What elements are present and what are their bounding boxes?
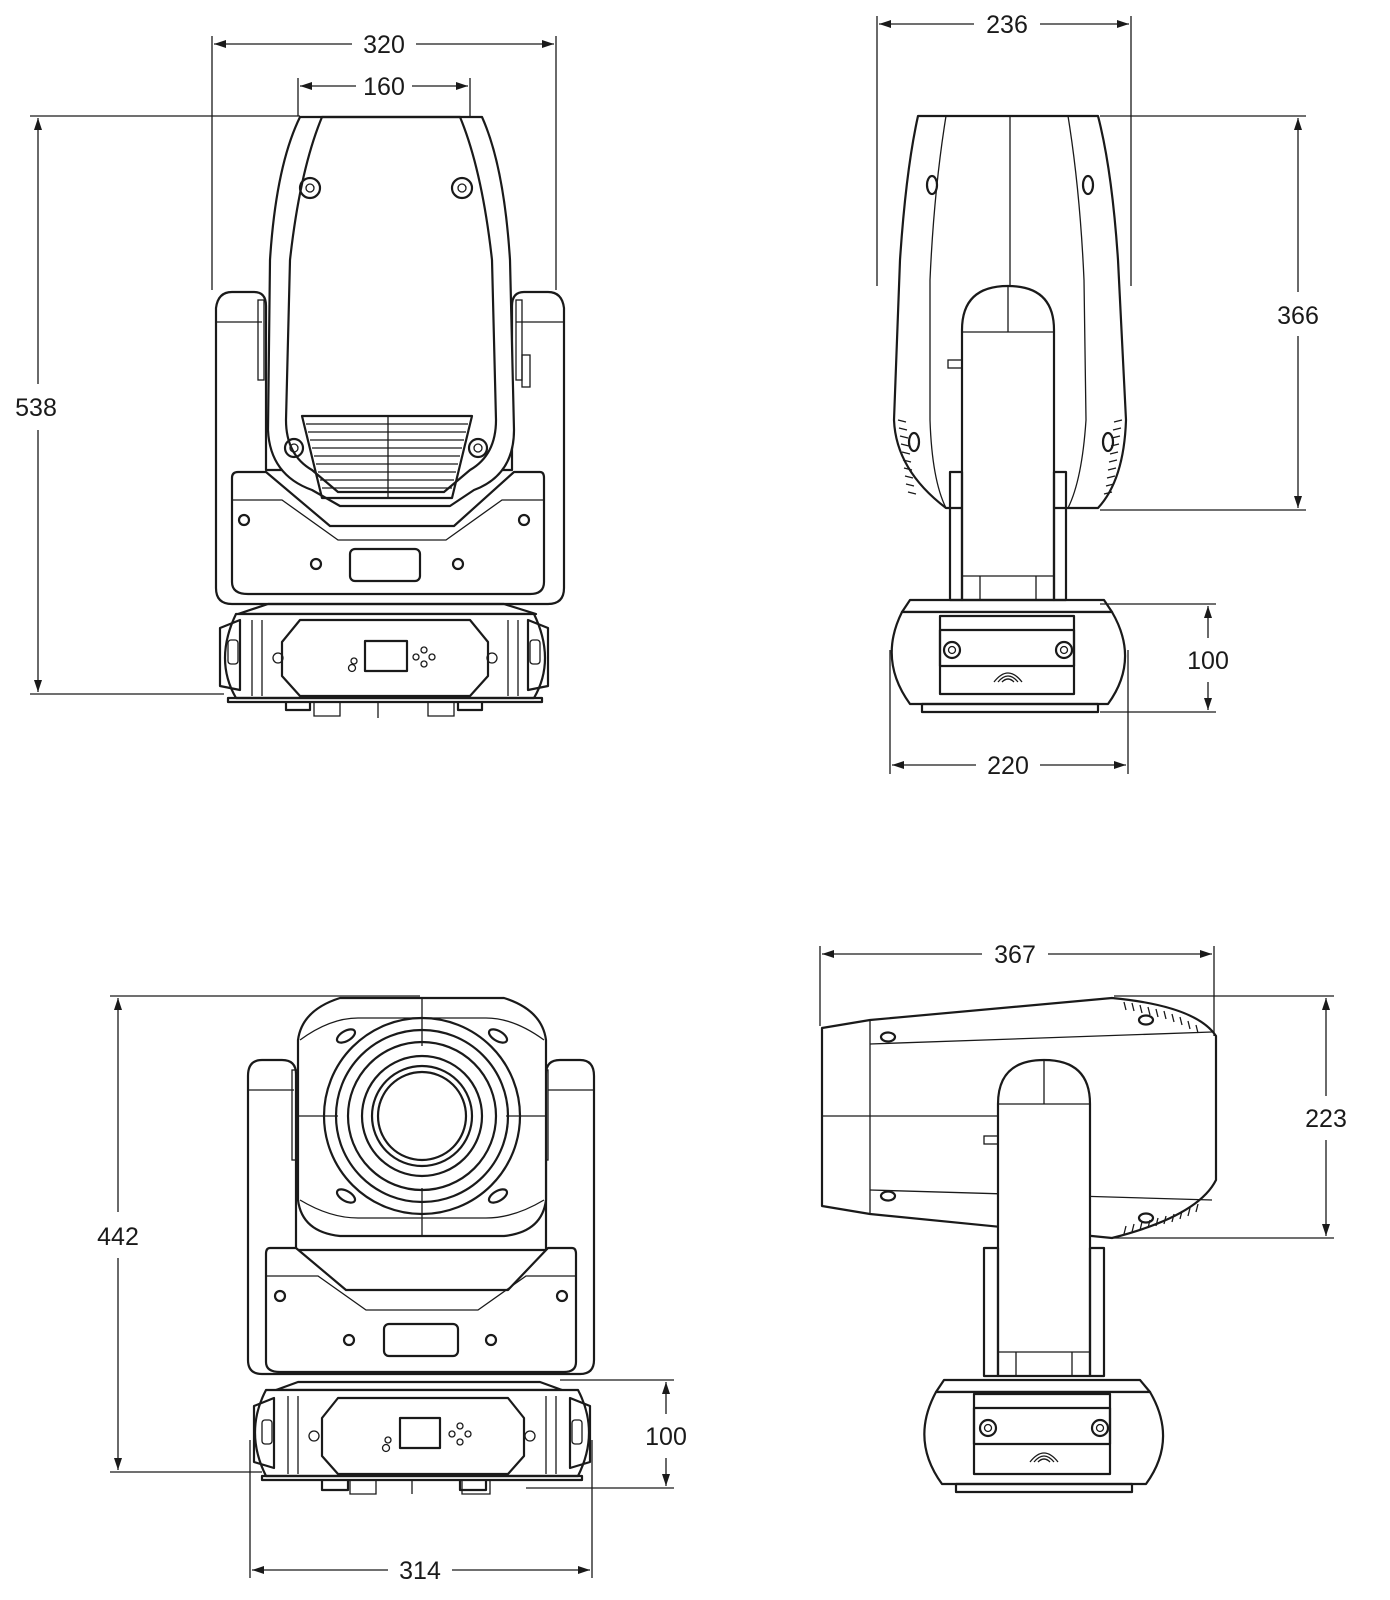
profile-yoke-arm xyxy=(982,1058,1106,1378)
dim-side-100: 100 xyxy=(1100,603,1229,713)
dim-label-314: 314 xyxy=(399,1557,441,1585)
dim-label-538: 538 xyxy=(15,394,57,422)
profile-vent-fins xyxy=(1123,1001,1199,1235)
dim-label-236: 236 xyxy=(986,11,1028,39)
dim-lens-314: 314 xyxy=(249,1440,593,1585)
front-view: 320 160 538 xyxy=(15,31,566,718)
dim-label-366: 366 xyxy=(1277,302,1319,330)
dim-profile-223: 223 xyxy=(1114,995,1347,1239)
front-vent-grille xyxy=(306,416,468,498)
dim-lens-100: 100 xyxy=(526,1379,687,1489)
dim-profile-367: 367 xyxy=(819,941,1215,1036)
front-head xyxy=(266,115,516,508)
dim-side-236: 236 xyxy=(876,11,1132,286)
dim-front-160: 160 xyxy=(297,73,471,116)
dim-front-320: 320 xyxy=(211,31,557,290)
side-vent-fins xyxy=(897,419,1123,495)
profile-view: 367 223 xyxy=(819,941,1347,1494)
dim-side-366: 366 xyxy=(1100,115,1319,511)
front-yoke xyxy=(214,290,566,606)
front-yoke-panel xyxy=(230,470,546,596)
side-view: 236 366 100 220 xyxy=(876,11,1319,780)
dim-side-220: 220 xyxy=(889,650,1129,780)
dim-lens-442: 442 xyxy=(97,995,420,1473)
front-base xyxy=(218,602,550,718)
lens-optic xyxy=(322,1016,522,1216)
profile-base xyxy=(923,1378,1165,1494)
dim-label-100-side: 100 xyxy=(1187,647,1229,675)
dim-label-442: 442 xyxy=(97,1223,139,1251)
dim-label-160: 160 xyxy=(363,73,405,101)
lens-yoke-panel xyxy=(264,1246,578,1374)
dim-label-100-lens: 100 xyxy=(645,1423,687,1451)
lens-view: 442 100 314 xyxy=(97,995,687,1585)
lens-head xyxy=(296,996,548,1238)
lens-base xyxy=(252,1380,592,1495)
dim-label-367: 367 xyxy=(994,941,1036,969)
dim-label-320: 320 xyxy=(363,31,405,59)
dim-front-538: 538 xyxy=(15,115,300,695)
dim-label-220: 220 xyxy=(987,752,1029,780)
dim-label-223: 223 xyxy=(1305,1105,1347,1133)
side-base xyxy=(890,598,1127,714)
side-yoke-arm xyxy=(947,284,1068,602)
